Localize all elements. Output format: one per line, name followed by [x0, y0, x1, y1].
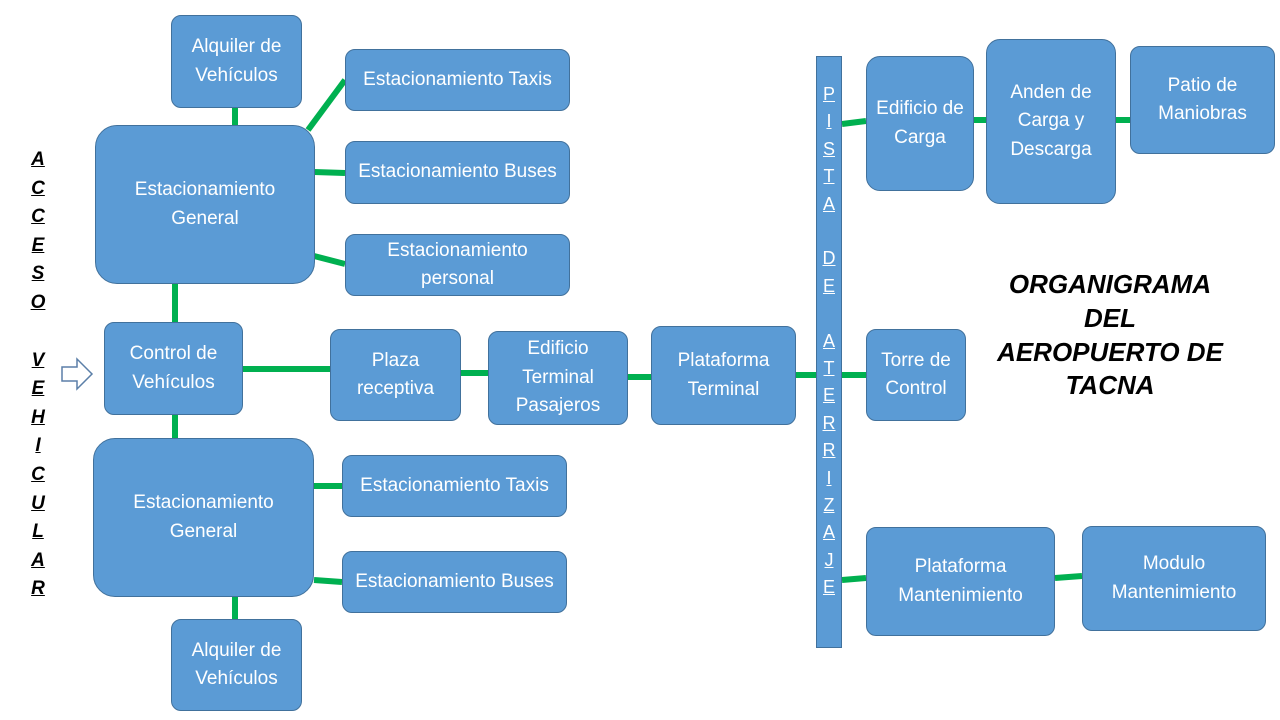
node-anden-carga-descarga[interactable]: Anden de Carga y Descarga	[986, 39, 1116, 204]
node-estacionamiento-buses-top[interactable]: Estacionamiento Buses	[345, 141, 570, 204]
vertical-letter: E	[31, 378, 45, 400]
node-control-vehiculos[interactable]: Control de Vehículos	[104, 322, 243, 415]
connector	[1054, 573, 1083, 581]
node-estacionamiento-personal[interactable]: Estacionamiento personal	[345, 234, 570, 296]
node-patio-maniobras[interactable]: Patio de Maniobras	[1130, 46, 1275, 154]
vertical-letter: T	[823, 358, 835, 378]
vertical-letter: I	[826, 467, 832, 488]
vertical-letter: O	[30, 292, 46, 313]
node-label: Patio de Maniobras	[1158, 74, 1247, 125]
vertical-letter: R	[822, 412, 836, 433]
connector	[313, 169, 346, 176]
node-estacionamiento-buses-bottom[interactable]: Estacionamiento Buses	[342, 551, 567, 613]
node-alquiler-vehiculos-top[interactable]: Alquiler de Vehículos	[171, 15, 302, 108]
vertical-letter: R	[822, 440, 836, 461]
node-label: Edificio de Carga	[876, 98, 964, 148]
vertical-letter: I	[35, 435, 41, 457]
diagram-title: ORGANIGRAMA DEL AEROPUERTO DE TACNA	[997, 269, 1223, 401]
right-arrow-icon	[61, 357, 94, 391]
connector	[313, 253, 346, 267]
node-label: Alquiler de Vehículos	[191, 36, 282, 86]
node-edificio-carga[interactable]: Edificio de Carga	[866, 56, 974, 191]
node-modulo-mantenimiento[interactable]: Modulo Mantenimiento	[1082, 526, 1266, 631]
node-label: Estacionamiento Taxis	[363, 68, 552, 90]
vertical-letter: A	[822, 330, 835, 351]
node-label: Plataforma Terminal	[677, 350, 770, 400]
node-edificio-terminal-pasajeros[interactable]: Edificio Terminal Pasajeros	[488, 331, 628, 425]
vertical-letter: C	[31, 464, 45, 485]
node-plaza-receptiva[interactable]: Plaza receptiva	[330, 329, 461, 421]
node-label: Plaza receptiva	[356, 349, 435, 400]
node-estacionamiento-taxis-bottom[interactable]: Estacionamiento Taxis	[342, 455, 567, 517]
node-estacionamiento-taxis-top[interactable]: Estacionamiento Taxis	[345, 49, 570, 111]
vertical-letter: J	[824, 549, 834, 570]
vertical-letter: U	[31, 492, 45, 514]
vertical-letter: A	[31, 149, 45, 170]
vertical-letter: V	[31, 349, 45, 371]
vertical-letter: L	[32, 521, 44, 543]
vertical-letter: C	[31, 206, 45, 228]
vertical-letter: D	[822, 248, 836, 269]
node-plataforma-mantenimiento[interactable]: Plataforma Mantenimiento	[866, 527, 1055, 636]
vertical-letter: Z	[823, 495, 835, 515]
node-estacionamiento-general-top[interactable]: Estacionamiento General	[95, 125, 315, 284]
node-label: Estacionamiento General	[134, 179, 276, 229]
vertical-letter: H	[31, 406, 45, 428]
node-alquiler-vehiculos-bottom[interactable]: Alquiler de Vehículos	[171, 619, 302, 711]
connector	[841, 118, 867, 127]
vertical-letter: P	[822, 84, 835, 104]
node-label: Torre de Control	[881, 349, 951, 400]
node-label: Estacionamiento personal	[387, 239, 528, 290]
node-plataforma-terminal[interactable]: Plataforma Terminal	[651, 326, 796, 425]
node-label: Plataforma Mantenimiento	[898, 556, 1023, 606]
vertical-letter: E	[822, 275, 835, 296]
vertical-letter: A	[31, 549, 45, 571]
connector	[313, 577, 343, 585]
vertical-letter: C	[31, 177, 45, 199]
connector	[841, 575, 867, 583]
node-label: Estacionamiento Taxis	[360, 474, 549, 496]
vertical-letter: S	[822, 138, 835, 159]
node-label: Estacionamiento Buses	[355, 570, 554, 592]
connector	[305, 78, 348, 132]
node-label: Modulo Mantenimiento	[1111, 553, 1237, 603]
vertical-letter: S	[31, 263, 45, 285]
node-label: Alquiler de Vehículos	[191, 639, 282, 690]
vertical-letter: E	[822, 385, 835, 406]
node-label: Estacionamiento General	[133, 492, 274, 542]
vertical-letter: E	[31, 234, 45, 256]
vertical-letter: A	[822, 522, 835, 543]
vertical-letter: A	[822, 193, 835, 214]
node-label: Anden de Carga y Descarga	[1010, 81, 1092, 160]
node-label: Estacionamiento Buses	[358, 161, 557, 183]
node-estacionamiento-general-bottom[interactable]: Estacionamiento General	[93, 438, 314, 597]
vertical-letter: E	[822, 577, 835, 598]
node-label: Control de Vehículos	[129, 343, 218, 393]
node-torre-control[interactable]: Torre de Control	[866, 329, 966, 421]
node-label: Edificio Terminal Pasajeros	[515, 338, 601, 417]
vertical-letter: T	[823, 166, 835, 187]
vertical-letter: R	[31, 578, 45, 600]
vertical-letter: I	[826, 111, 832, 132]
